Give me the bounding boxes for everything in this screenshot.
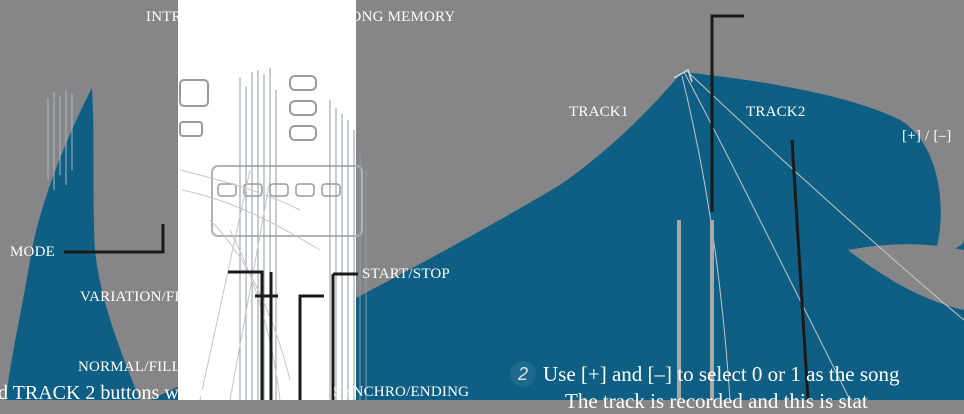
intro-label: INTRO — [146, 9, 193, 25]
track2-label: TRACK2 — [746, 104, 806, 120]
step-continuation-text: The track is recorded and this is stat — [565, 389, 868, 413]
gray-notch — [848, 244, 964, 310]
panel-button — [289, 100, 317, 116]
panel-button — [179, 79, 209, 107]
panel-button — [179, 121, 203, 137]
left-streaks — [47, 90, 73, 190]
scan-streaks — [239, 68, 367, 400]
synchro-ending-label: SYNCHRO/ENDING — [333, 384, 470, 400]
diagonal-guides — [179, 71, 964, 400]
track-indicator-bar — [677, 220, 681, 400]
panel-button — [295, 183, 315, 197]
panel-button — [321, 183, 341, 197]
step-number-badge: 2 — [510, 361, 536, 387]
normal-fill-in-label: NORMAL/FILL-IN — [78, 359, 203, 375]
song-memory-label: SONG MEMORY — [342, 9, 456, 25]
panel-button — [243, 183, 263, 197]
track1-label: TRACK1 — [569, 104, 629, 120]
keyboard-diagram — [6, 0, 964, 400]
mode-label: MODE — [10, 244, 55, 260]
panel-button — [289, 75, 317, 91]
panel-button — [217, 183, 237, 197]
track-marker-icon — [673, 68, 693, 83]
step-instruction-text: Use [+] and [–] to select 0 or 1 as the … — [543, 362, 900, 386]
plus-minus-label: [+] / [–] — [902, 128, 952, 144]
panel-button — [289, 125, 317, 141]
leader-lines — [64, 14, 810, 400]
keyboard-panel — [178, 0, 356, 400]
start-stop-label: START/STOP — [362, 266, 450, 282]
variation-fill-in-label: VARIATION/FILL-IN — [80, 289, 220, 305]
track-indicator-bar — [710, 220, 714, 400]
blue-sweep-left — [6, 88, 140, 400]
panel-frame — [211, 165, 363, 237]
left-text-fragment: d TRACK 2 buttons while th — [0, 382, 230, 404]
